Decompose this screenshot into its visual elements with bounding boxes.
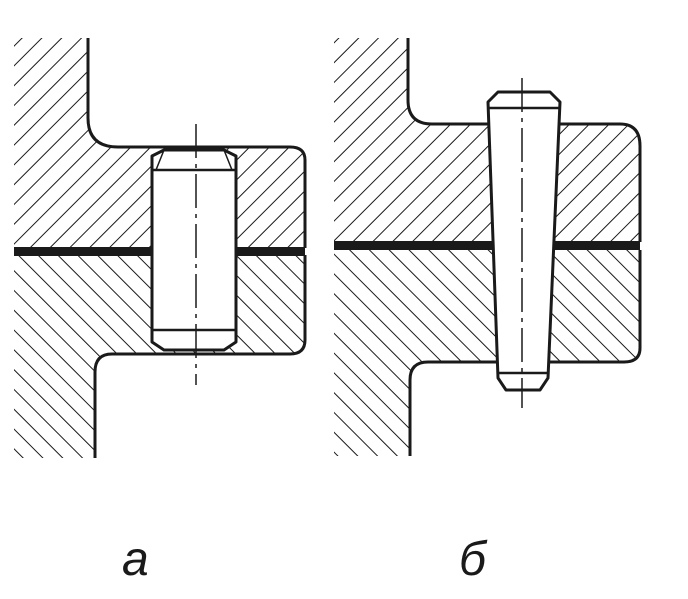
- figure-b-lower-part: [334, 250, 640, 456]
- figure-b-drawing: [334, 38, 642, 456]
- figure-a-upper-outline: [86, 38, 307, 248]
- figure-a-lower-outline: [93, 255, 307, 458]
- figure-a-drawing: [14, 38, 307, 458]
- figure-a-cylindrical-pin: [150, 148, 238, 352]
- figure-label-b: б: [459, 533, 486, 586]
- figure-label-a: а: [122, 533, 149, 586]
- figure-b-tapered-pin: [486, 90, 562, 392]
- figure-b-joint-line: [334, 241, 640, 250]
- figure-b-upper-part: [334, 38, 640, 242]
